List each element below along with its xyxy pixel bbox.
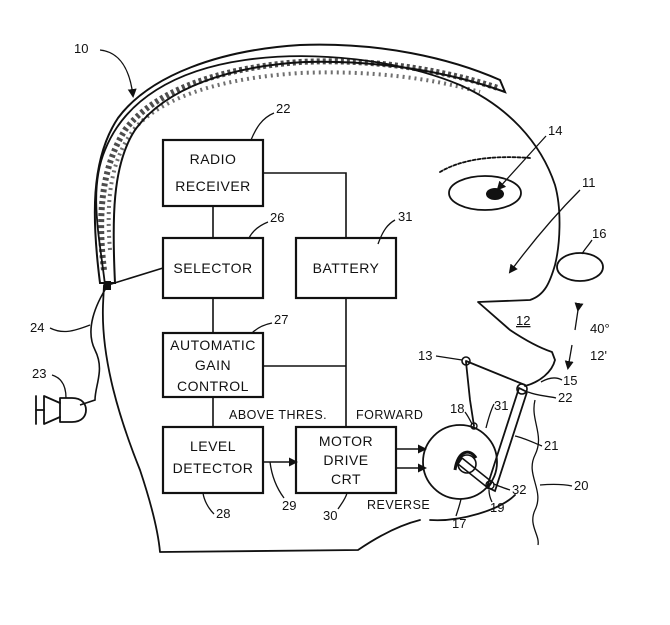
ear-icon xyxy=(556,252,604,282)
reference-numerals: 10 22 26 31 27 28 29 30 24 23 14 11 1 xyxy=(30,41,610,531)
block-selector: SELECTOR xyxy=(161,236,265,300)
svg-text:17: 17 xyxy=(452,516,466,531)
svg-text:10: 10 xyxy=(74,41,88,56)
block-battery: BATTERY xyxy=(294,236,398,300)
pupil xyxy=(486,188,504,200)
speaker-cord xyxy=(79,281,111,406)
svg-text:15: 15 xyxy=(563,373,577,388)
svg-text:12': 12' xyxy=(590,348,607,363)
wire-20 xyxy=(531,399,540,546)
svg-text:DRIVE: DRIVE xyxy=(323,452,368,468)
block-motor-drive: MOTOR DRIVE CRT xyxy=(294,425,398,495)
forward-label: FORWARD xyxy=(356,408,423,422)
eye-icon xyxy=(448,175,522,211)
reverse-label: REVERSE xyxy=(367,498,430,512)
block-level-detector: LEVEL DETECTOR xyxy=(161,425,265,495)
jaw-angle-arrows xyxy=(564,302,584,370)
svg-text:30: 30 xyxy=(323,508,337,523)
svg-text:GAIN: GAIN xyxy=(195,357,231,373)
svg-text:12: 12 xyxy=(516,313,530,328)
svg-text:13: 13 xyxy=(418,348,432,363)
block-agc: AUTOMATIC GAIN CONTROL xyxy=(161,331,265,399)
svg-text:26: 26 xyxy=(270,210,284,225)
svg-text:28: 28 xyxy=(216,506,230,521)
svg-text:BATTERY: BATTERY xyxy=(313,260,380,276)
svg-text:16: 16 xyxy=(592,226,606,241)
motor-icon xyxy=(422,422,498,500)
svg-text:19: 19 xyxy=(490,500,504,515)
svg-text:LEVEL: LEVEL xyxy=(190,438,236,454)
head-outline xyxy=(95,55,561,553)
svg-text:40°: 40° xyxy=(590,321,610,336)
svg-text:31: 31 xyxy=(398,209,412,224)
jaw-linkage xyxy=(456,356,529,493)
svg-text:24: 24 xyxy=(30,320,44,335)
svg-text:SELECTOR: SELECTOR xyxy=(173,260,252,276)
svg-text:14: 14 xyxy=(548,123,562,138)
svg-text:CRT: CRT xyxy=(331,471,361,487)
svg-text:18: 18 xyxy=(450,401,464,416)
svg-text:AUTOMATIC: AUTOMATIC xyxy=(170,337,256,353)
svg-text:23: 23 xyxy=(32,366,46,381)
svg-text:DETECTOR: DETECTOR xyxy=(173,460,254,476)
svg-text:RADIO: RADIO xyxy=(190,151,237,167)
eyebrow xyxy=(439,156,531,173)
svg-text:32: 32 xyxy=(512,482,526,497)
svg-text:RECEIVER: RECEIVER xyxy=(175,178,251,194)
wiring xyxy=(107,172,427,473)
svg-text:29: 29 xyxy=(282,498,296,513)
hair xyxy=(93,43,507,284)
svg-text:11: 11 xyxy=(582,175,596,190)
svg-text:MOTOR: MOTOR xyxy=(319,433,373,449)
svg-text:21: 21 xyxy=(544,438,558,453)
svg-text:31: 31 xyxy=(494,398,508,413)
svg-text:22: 22 xyxy=(276,101,290,116)
speaker-icon xyxy=(35,395,87,425)
block-radio-receiver: RADIO RECEIVER xyxy=(161,138,265,208)
svg-text:22: 22 xyxy=(558,390,572,405)
svg-text:27: 27 xyxy=(274,312,288,327)
svg-text:20: 20 xyxy=(574,478,588,493)
eye-group xyxy=(439,156,531,211)
svg-text:CONTROL: CONTROL xyxy=(177,378,249,394)
above-threshold-label: ABOVE THRES. xyxy=(229,408,327,422)
